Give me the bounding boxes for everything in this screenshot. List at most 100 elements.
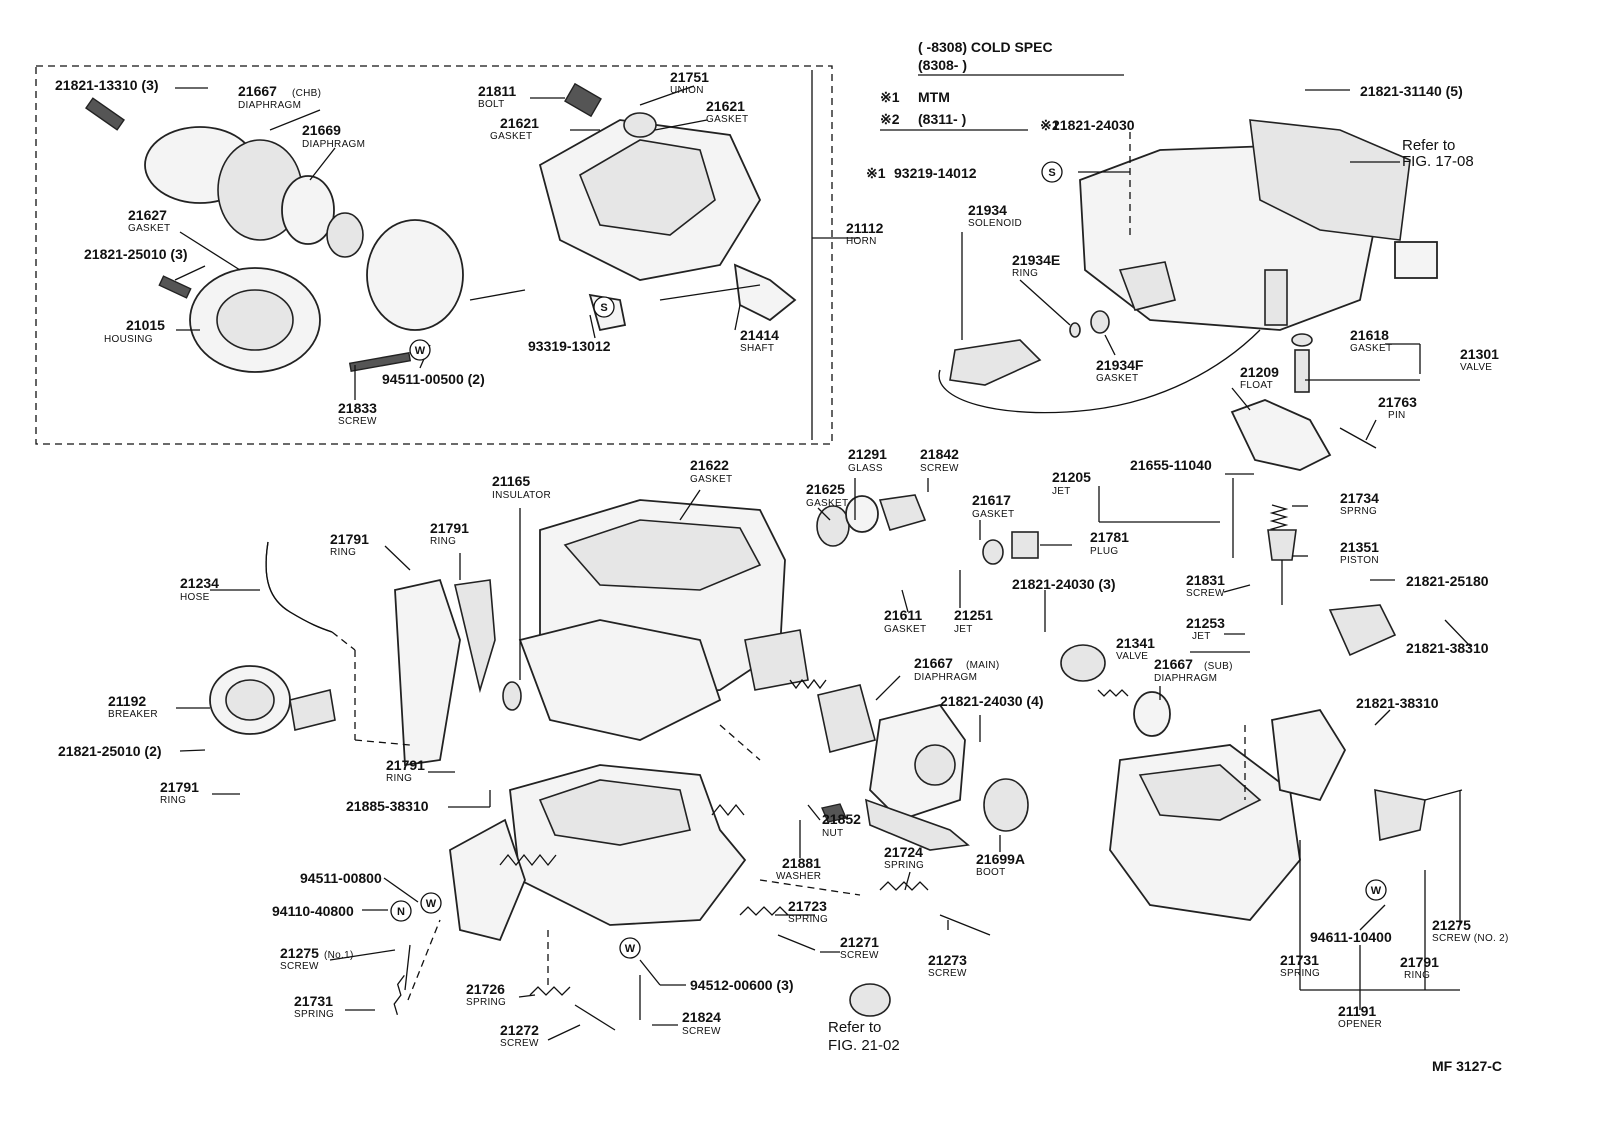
note-1-mark: ※1 (880, 89, 900, 105)
callout-93219-14012: 93219-14012 (894, 165, 977, 181)
callout-21751: 21751 (670, 69, 709, 85)
callout-21209-name: FLOAT (1240, 380, 1273, 391)
main-diaphragm-drawing (789, 678, 1029, 851)
callout-21291-name: GLASS (848, 463, 883, 474)
float-valve-drawing (1230, 333, 1377, 605)
circled-symbols: S S W W N W W (390, 161, 1387, 959)
callout-21824: 21824 (682, 1009, 721, 1025)
callout-21667-chb: 21667 (238, 83, 277, 99)
svg-text:N: N (397, 906, 405, 918)
callout-21191: 21191 (1338, 1003, 1376, 1019)
callout-21667-sub-name: DIAPHRAGM (1154, 673, 1217, 684)
callout-21734: 21734 (1340, 490, 1379, 506)
callout-94110-40800: 94110-40800 (272, 903, 354, 919)
callout-21821-38310-lower: 21821-38310 (1356, 695, 1439, 711)
callout-21351: 21351 (1340, 539, 1379, 555)
w-symbol-2: W (420, 892, 442, 914)
s-symbol-2: S (1041, 161, 1063, 183)
callout-21627-name: GASKET (128, 223, 170, 234)
callout-21824-name: SCREW (682, 1026, 721, 1037)
callout-21751-name: UNION (670, 85, 704, 96)
callout-21881: 21881 (782, 855, 821, 871)
callout-21821-25010-3: 21821-25010 (3) (84, 246, 188, 262)
callout-21831: 21831 (1186, 572, 1225, 588)
callout-21731-left: 21731 (294, 993, 333, 1009)
callout-21625: 21625 (806, 481, 845, 497)
callout-21726: 21726 (466, 981, 505, 997)
callout-21301: 21301 (1460, 346, 1499, 362)
callout-21791-e-name: RING (1404, 970, 1430, 981)
callout-21667-sub-tag: (SUB) (1204, 661, 1233, 672)
callout-21842: 21842 (920, 446, 959, 462)
svg-text:W: W (625, 943, 636, 955)
callout-21934: 21934 (968, 202, 1007, 218)
callout-21655-11040: 21655-11040 (1130, 457, 1212, 473)
breaker-links-drawing (209, 541, 991, 1031)
callout-21791-c: 21791 (160, 779, 199, 795)
callout-21833: 21833 (338, 400, 377, 416)
callout-21618: 21618 (1350, 327, 1389, 343)
part-drawings (85, 82, 1463, 1031)
callout-21273: 21273 (928, 952, 967, 968)
callout-94511-00500: 94511-00500 (2) (382, 371, 485, 387)
chb-diaphragm-drawing (85, 97, 526, 373)
callout-21272: 21272 (500, 1022, 539, 1038)
callout-21724-name: SPRING (884, 860, 924, 871)
note-2-mark: ※2 (880, 111, 900, 127)
callout-21934f-name: GASKET (1096, 373, 1138, 384)
callout-21234-name: HOSE (180, 592, 210, 603)
callout-note1-mark-a: ※1 (1040, 117, 1060, 133)
callout-21275-no1-tag: (No.1) (324, 950, 354, 961)
callout-21621-left: 21621 (500, 115, 539, 131)
callout-21667-chb-name: DIAPHRAGM (238, 100, 301, 111)
callout-21881-name: WASHER (776, 871, 821, 882)
callout-21821-25180: 21821-25180 (1406, 573, 1489, 589)
callout-21791-d: 21791 (386, 757, 425, 773)
callout-21852-name: NUT (822, 828, 843, 839)
figure-code: MF 3127-C (1432, 1058, 1502, 1074)
callout-21621-right: 21621 (706, 98, 745, 114)
header-notes: ( -8308) COLD SPEC (8308- ) ※1 MTM ※2 (8… (880, 39, 1124, 131)
callout-21112: 21112 (846, 220, 884, 236)
callout-21617: 21617 (972, 492, 1011, 508)
callout-21724: 21724 (884, 844, 923, 860)
callout-21251-name: JET (954, 624, 973, 635)
leader-lines (174, 70, 1471, 1041)
w-symbol-1: W (409, 339, 431, 361)
callout-21611-name: GASKET (884, 624, 926, 635)
callout-21791-c-name: RING (160, 795, 186, 806)
callout-21821-24030-note1: 21821-24030 (1052, 117, 1135, 133)
callout-21821-24030-3: 21821-24030 (3) (1012, 576, 1116, 592)
callout-21625-name: GASKET (806, 498, 848, 509)
ref-fig-21-02-line-1: Refer to (828, 1019, 881, 1036)
callout-21272-name: SCREW (500, 1038, 539, 1049)
note-1-text: MTM (918, 89, 950, 105)
callout-21885-38310: 21885-38310 (346, 798, 429, 814)
callout-21833-name: SCREW (338, 416, 377, 427)
callout-21821-13310: 21821-13310 (3) (55, 77, 159, 93)
callout-21205-name: JET (1052, 486, 1071, 497)
callout-21205: 21205 (1052, 469, 1091, 485)
callout-21611: 21611 (884, 607, 922, 623)
callout-21821-24030-4: 21821-24030 (4) (940, 693, 1044, 709)
callout-21669-name: DIAPHRAGM (302, 139, 365, 150)
callout-21271: 21271 (840, 934, 879, 950)
callout-21622-name: GASKET (690, 474, 732, 485)
cold-spec-line-1: ( -8308) COLD SPEC (918, 39, 1053, 55)
svg-text:W: W (426, 898, 437, 910)
callout-21275-no2-name: SCREW (NO. 2) (1432, 933, 1509, 944)
callout-21934-name: SOLENOID (968, 218, 1022, 229)
callout-21165: 21165 (492, 473, 530, 489)
callout-21734-name: SPRNG (1340, 506, 1377, 517)
main-body-drawing (518, 494, 1039, 741)
callout-94512-00600: 94512-00600 (3) (690, 977, 794, 993)
svg-text:W: W (1371, 885, 1382, 897)
callout-21621-left-name: GASKET (490, 131, 532, 142)
callout-21723: 21723 (788, 898, 827, 914)
callout-93319-13012: 93319-13012 (528, 338, 611, 354)
callout-21791-a: 21791 (330, 531, 369, 547)
callout-21811: 21811 (478, 83, 516, 99)
callout-21192: 21192 (108, 693, 146, 709)
svg-text:S: S (1048, 167, 1055, 179)
n-symbol-1: N (390, 900, 412, 922)
